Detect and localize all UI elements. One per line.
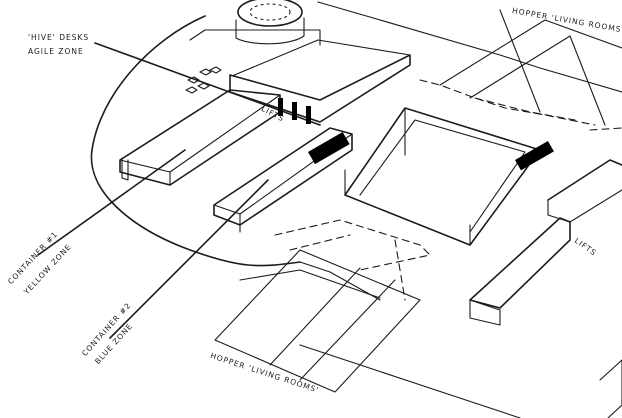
upper-stair-block (189, 29, 321, 46)
hive-leader (94, 42, 321, 126)
right-lift-block (547, 127, 622, 223)
right-lower-block (469, 217, 571, 326)
hive-desks-label: 'HIVE' DESKS (28, 33, 90, 42)
lift-core (229, 39, 411, 124)
container-1-leader (37, 149, 186, 256)
rotunda (237, 0, 303, 27)
central-courtyard (308, 107, 554, 246)
rotunda-inner (249, 3, 291, 21)
agile-zone-label: AGILE ZONE (28, 47, 84, 56)
rotunda-walls (235, 17, 305, 45)
hopper-living-rooms-top (419, 9, 622, 126)
container-2-leader (109, 179, 269, 339)
container-1-block (119, 89, 281, 186)
top-boundary (317, 1, 622, 93)
hopper-living-rooms-bottom (214, 219, 431, 393)
bottom-right-block (599, 359, 622, 418)
floor-outline-arc (90, 15, 301, 267)
hive-desks (185, 66, 222, 94)
